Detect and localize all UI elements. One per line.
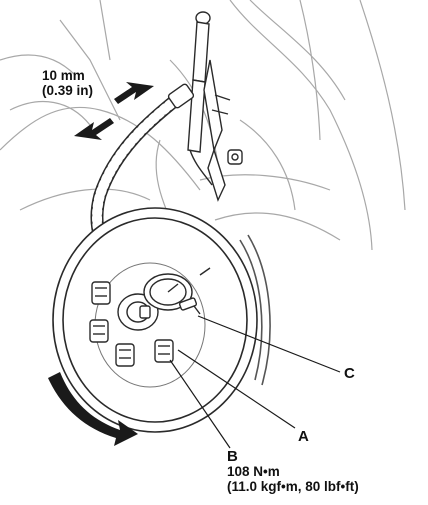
lug-nut (115, 343, 135, 367)
lug-nut (91, 281, 111, 305)
locking-pliers-clamp (187, 11, 243, 202)
arrow-upper-left-pointing (114, 82, 154, 104)
arrow-lower-right-pointing (74, 118, 114, 140)
lug-nut (154, 339, 174, 363)
gap-spec-metric: 10 mm (42, 68, 85, 83)
leader-c (197, 315, 341, 373)
callout-a: A (298, 428, 309, 445)
callout-b: B (227, 448, 238, 465)
leader-a (177, 349, 296, 429)
rotation-direction-arrow (48, 372, 138, 446)
lug-nut (89, 319, 109, 343)
torque-spec-other-units: (11.0 kgf•m, 80 lbf•ft) (227, 479, 359, 494)
callout-leaders (169, 315, 341, 449)
gap-spec-imperial: (0.39 in) (42, 83, 94, 98)
dial-indicator (139, 267, 211, 319)
torque-spec-metric: 108 N•m (227, 464, 280, 479)
gap-dimension-arrows (74, 82, 154, 140)
brake-disc (52, 207, 271, 433)
callout-c: C (344, 365, 355, 382)
leader-b (169, 359, 231, 449)
wheel-lug-nuts (89, 281, 174, 367)
